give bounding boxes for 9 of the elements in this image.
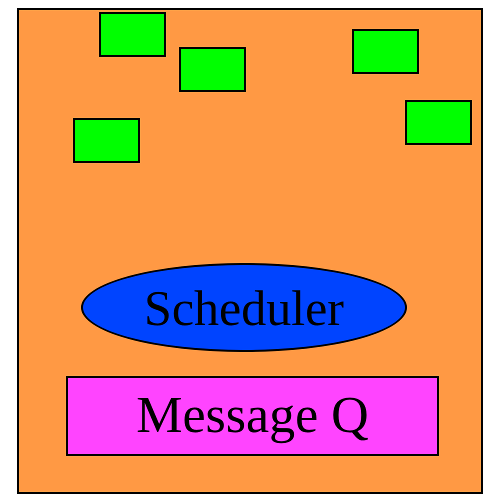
panel-background bbox=[17, 8, 483, 494]
node-label: Scheduler bbox=[144, 282, 344, 332]
component-box bbox=[405, 100, 472, 145]
component-box bbox=[179, 47, 246, 92]
component-box bbox=[73, 118, 140, 163]
node-label: Message Q bbox=[136, 390, 369, 442]
component-box bbox=[352, 29, 419, 74]
component-box bbox=[99, 12, 166, 57]
queue-box bbox=[66, 376, 439, 456]
